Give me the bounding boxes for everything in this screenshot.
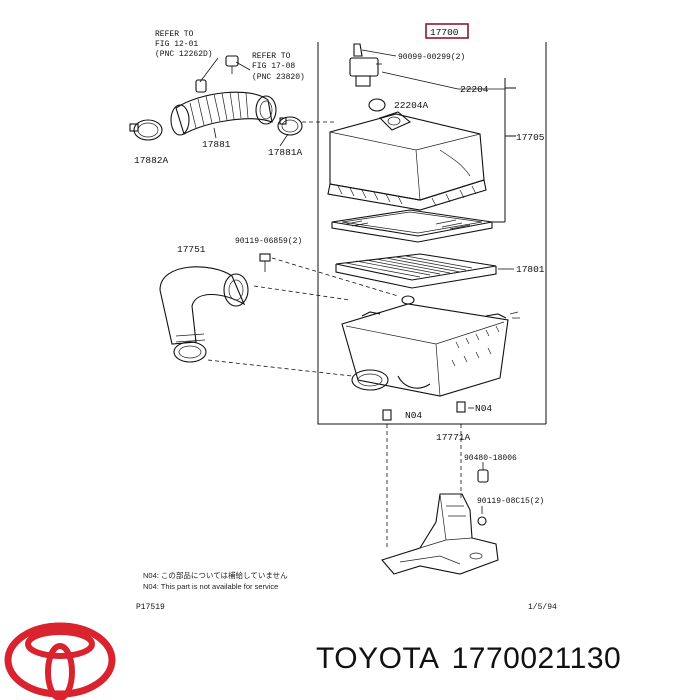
bolt-90119-06859-label: 90119-06859(2): [235, 237, 302, 246]
brand-name: TOYOTA: [316, 642, 440, 675]
assembly-code-box: [425, 23, 469, 39]
gasket-frame: [331, 209, 493, 243]
figure-code-left: P17519: [136, 603, 165, 612]
svg-text:(PNC 23820): (PNC 23820): [252, 73, 305, 82]
refer-fig-17-label: REFER TO FIG 17-08 (PNC 23820): [252, 52, 305, 82]
refer-fig-12-label: REFER TO FIG 12-01 (PNC 12262D): [155, 30, 213, 59]
small-fitting-right: [225, 55, 251, 74]
svg-text:(PNC 12262D): (PNC 12262D): [155, 50, 213, 59]
cover-17705-label: 17705: [516, 132, 545, 143]
n04-left-label: N04: [405, 410, 422, 421]
ring-22204a-label: 22204A: [394, 100, 429, 111]
bolt-90119-06859: [259, 253, 271, 272]
hose-17751-label: 17751: [177, 244, 206, 255]
air-flow-sensor-22204: [349, 43, 382, 87]
grommet-n04-left: [382, 409, 392, 421]
clamp-17881a-label: 17881A: [268, 147, 303, 158]
note-english: N04: This part is not available for serv…: [143, 582, 278, 591]
n04-right-label: N04: [475, 403, 492, 414]
part-number: 1770021130: [451, 642, 622, 675]
air-cleaner-case: [341, 295, 520, 397]
assembly-frame: [317, 42, 547, 425]
grommet-90480-label: 90480-18006: [464, 454, 517, 463]
air-filter-17801: [335, 253, 497, 289]
o-ring-22204a: [368, 98, 386, 112]
svg-text:FIG 12-01: FIG 12-01: [155, 40, 198, 49]
grommet-n04-right: [456, 401, 466, 413]
note-japanese: N04: この部品については補給していません: [143, 570, 288, 580]
bracket-17771a-label: 17771A: [436, 432, 471, 443]
filter-17801-label: 17801: [516, 264, 545, 275]
hose-17881-label: 17881: [202, 139, 231, 150]
bolt-90099-label: 90099-00299(2): [398, 53, 465, 62]
intake-hose-17881: [170, 91, 277, 136]
svg-text:FIG 17-08: FIG 17-08: [252, 62, 295, 71]
clamp-17882a-label: 17882A: [134, 155, 169, 166]
air-cleaner-cover-17705: [327, 111, 487, 211]
bolt-90119-08c15-label: 90119-08C15(2): [477, 497, 544, 506]
svg-text:REFER TO: REFER TO: [155, 30, 194, 39]
bolt-90119-08c15: [477, 506, 487, 526]
bracket-17771a: [381, 424, 499, 575]
svg-text:REFER TO: REFER TO: [252, 52, 291, 61]
brand-part-number: TOYOTA 1770021130: [316, 642, 633, 676]
clamp-17882a: [129, 119, 163, 141]
clamp-17881a: [277, 116, 303, 136]
sensor-22204-label: 22204: [460, 84, 489, 95]
figure-code-right: 1/5/94: [528, 603, 557, 612]
grommet-90480-18006: [477, 462, 489, 483]
air-hose-17751: [159, 266, 249, 363]
small-fitting-left: [195, 57, 219, 93]
assembly-code: 17700: [430, 27, 459, 38]
toyota-logo: [4, 622, 116, 700]
